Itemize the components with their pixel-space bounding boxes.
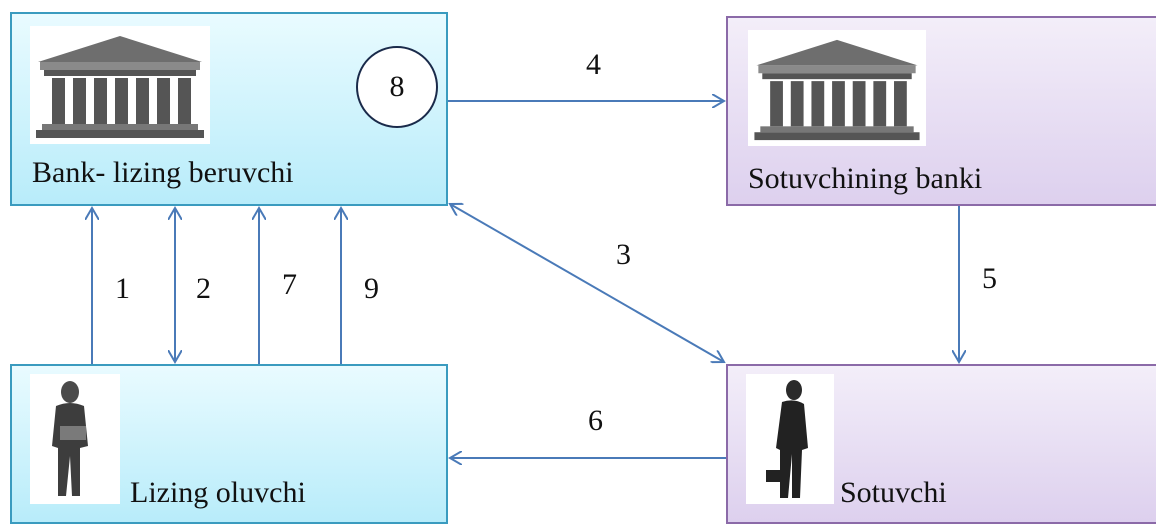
lessee-label: Lizing oluvchi — [130, 476, 306, 509]
edge-label-1: 1 — [115, 272, 130, 305]
step-8-badge: 8 — [356, 46, 438, 128]
edge-label-4: 4 — [586, 48, 601, 81]
lessee-box: Lizing oluvchi — [10, 364, 448, 524]
edge-label-7: 7 — [282, 268, 297, 301]
seller-bank-box: Sotuvchining banki — [726, 16, 1156, 206]
edge-label-9: 9 — [364, 272, 379, 305]
edge-label-6: 6 — [588, 404, 603, 437]
businessman-silhouette-icon — [746, 374, 834, 504]
bank-building-icon — [30, 26, 210, 144]
bank-lessor-label: Bank- lizing beruvchi — [32, 156, 294, 189]
seller-box: Sotuvchi — [726, 364, 1156, 524]
edge-label-3: 3 — [616, 238, 631, 271]
person-silhouette-icon — [30, 374, 120, 504]
bank-building-icon — [748, 30, 926, 146]
bank-lessor-box: 8 Bank- lizing beruvchi — [10, 12, 448, 206]
edge-label-2: 2 — [196, 272, 211, 305]
seller-bank-label: Sotuvchining banki — [748, 162, 983, 195]
edge-label-5: 5 — [982, 262, 997, 295]
seller-label: Sotuvchi — [840, 476, 947, 509]
arrow-3 — [450, 204, 724, 362]
